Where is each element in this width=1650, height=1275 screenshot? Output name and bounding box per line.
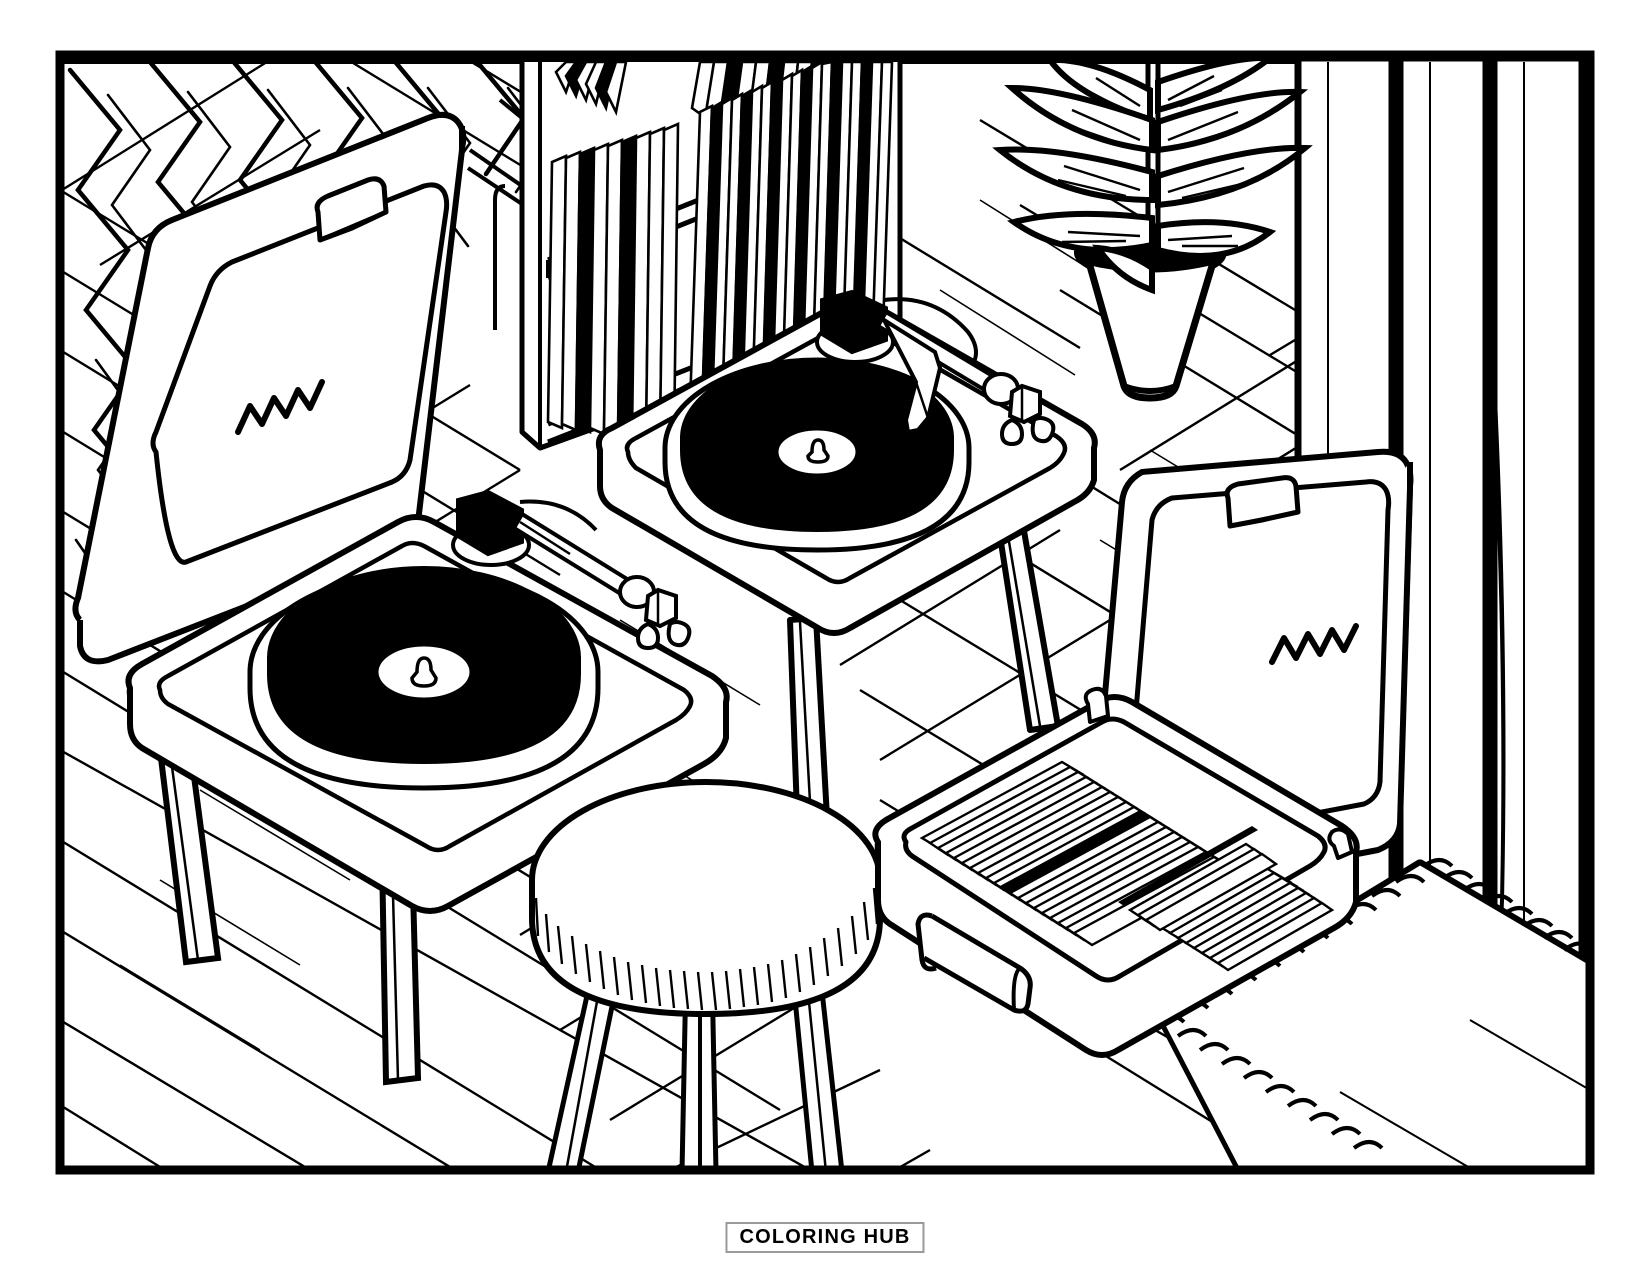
- spindle-left: [410, 656, 438, 688]
- tonearm-rest-right: [883, 297, 978, 363]
- turntable-left: [247, 489, 692, 791]
- tonearm-pivot-right: [815, 289, 895, 364]
- potted-plant: [992, 55, 1313, 402]
- watermark-badge: COLORING HUB: [725, 1222, 925, 1253]
- suitcase-latch-left: [1083, 686, 1110, 724]
- suitcase-lid-zigzag: [1269, 623, 1359, 665]
- scene-contents: [60, 55, 1590, 1170]
- turntable-right: [662, 289, 1056, 553]
- spindle-right: [806, 438, 830, 464]
- lid-handle-left: [314, 176, 389, 243]
- tonearm-pivot-left: [451, 489, 531, 567]
- stool: [529, 779, 883, 1170]
- player-lid-left: [72, 111, 467, 665]
- page-border-frame: [55, 50, 1595, 1175]
- suitcase-record-stack: [919, 760, 1335, 972]
- lid-zigzag-left: [235, 379, 325, 435]
- record-sleeves-lower: [546, 59, 894, 446]
- tonearm-left: [511, 511, 692, 651]
- tonearm-rest-left: [519, 499, 598, 532]
- stool-rim-flutes: [534, 887, 879, 1011]
- suitcase-latch-right: [1327, 827, 1354, 860]
- stool-rim: [529, 880, 883, 1017]
- watermark-label: COLORING HUB: [739, 1226, 911, 1248]
- tonearm-right: [875, 309, 1056, 447]
